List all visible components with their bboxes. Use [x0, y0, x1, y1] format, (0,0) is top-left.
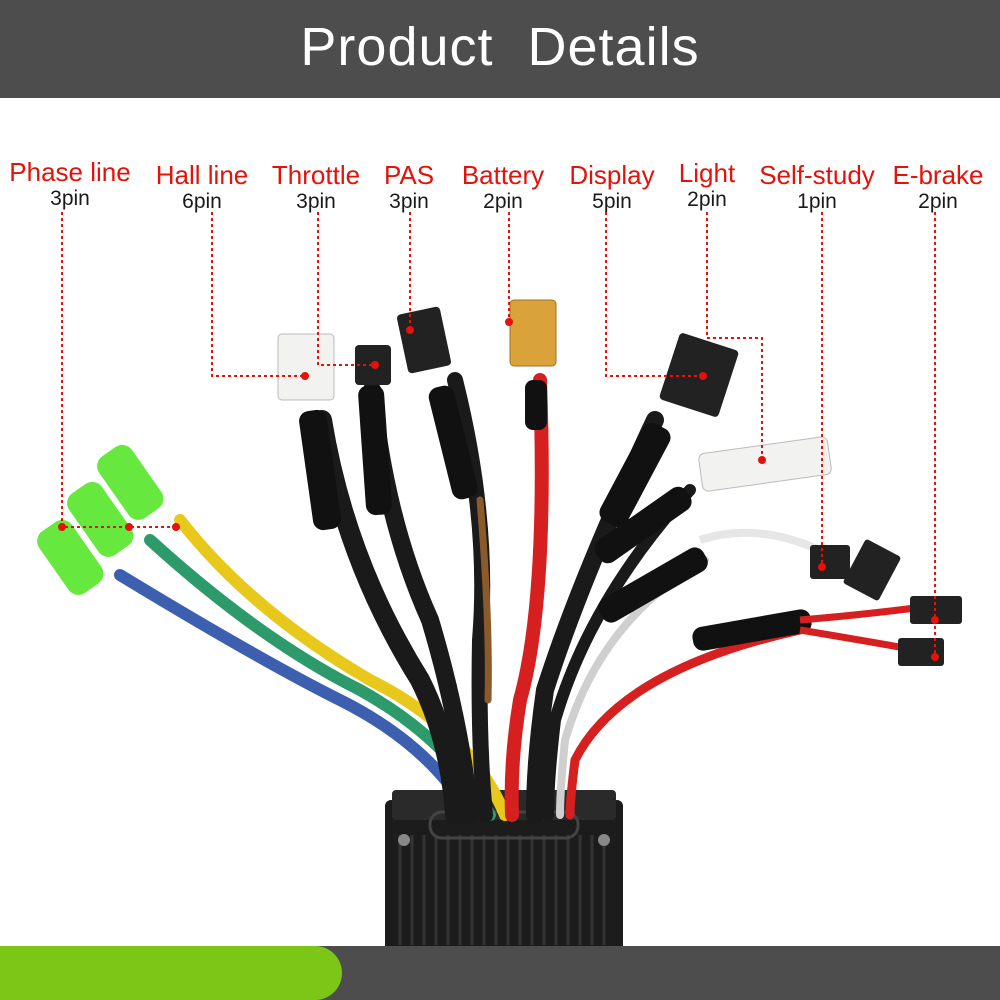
- label-phase-line: Phase line 3pin: [9, 157, 130, 211]
- pas-connector: [396, 306, 452, 374]
- connector-pins: 3pin: [50, 187, 90, 210]
- label-display: Display 5pin: [569, 160, 654, 214]
- hall-connector: [277, 333, 335, 401]
- connector-pins: 2pin: [483, 190, 523, 213]
- connector-pins: 2pin: [687, 188, 727, 211]
- connector-name: Phase line: [9, 157, 131, 187]
- connector-pins: 2pin: [918, 190, 958, 213]
- connector-name: Throttle: [271, 160, 361, 190]
- signal-wires: [312, 372, 805, 825]
- label-light: Light 2pin: [679, 158, 735, 212]
- leader-dots: [58, 318, 939, 661]
- header-bar: [0, 0, 1000, 98]
- connector-pins: 5pin: [592, 190, 632, 213]
- label-e-brake: E-brake 2pin: [892, 160, 983, 214]
- connector-name: PAS: [383, 160, 435, 190]
- label-self-study: Self-study 1pin: [759, 160, 875, 214]
- label-pas: PAS 3pin: [384, 160, 434, 214]
- display-connector: [659, 333, 739, 417]
- connector-pins: 3pin: [389, 190, 429, 213]
- leader-lines: [61, 212, 936, 657]
- wire-sleeves: [299, 380, 812, 651]
- label-hall-line: Hall line 6pin: [156, 160, 249, 214]
- light-connector: [698, 436, 832, 492]
- connector-name: Battery: [461, 160, 545, 190]
- phase-line-terminals: [37, 444, 164, 595]
- connector-name: Self-study: [759, 160, 875, 190]
- connector-name: E-brake: [892, 160, 984, 190]
- connector-pins: 3pin: [296, 190, 336, 213]
- footer-accent: [0, 946, 342, 1000]
- self-study-connector: [698, 528, 901, 601]
- connector-name: Hall line: [155, 160, 249, 190]
- connector-pins: 1pin: [797, 190, 837, 213]
- connector-pins: 6pin: [182, 190, 222, 213]
- connector-name: Display: [569, 160, 655, 190]
- label-throttle: Throttle 3pin: [272, 160, 360, 214]
- page-title: Product Details: [300, 17, 700, 77]
- label-battery: Battery 2pin: [462, 160, 544, 214]
- battery-connector: [509, 299, 557, 367]
- connector-name: Light: [678, 158, 736, 188]
